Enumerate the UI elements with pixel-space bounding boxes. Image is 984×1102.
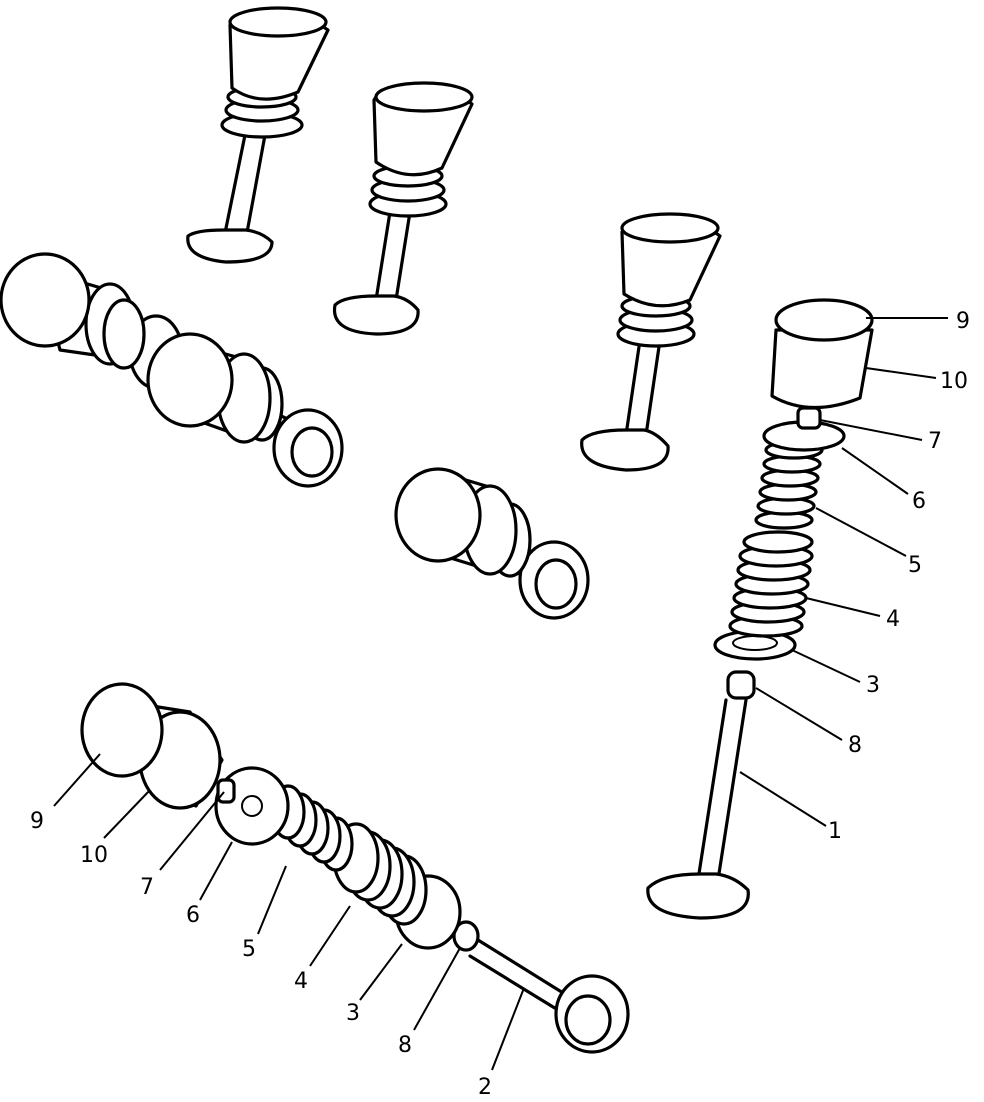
- callout-right-9: 9: [956, 309, 970, 334]
- exploded-valve-left: [80, 682, 630, 1054]
- valve-assembly-side-a: [0, 252, 184, 390]
- callouts-left: 9 10 7 6 5 4 3 8 2: [30, 809, 492, 1100]
- callout-right-10: 10: [940, 369, 968, 394]
- callout-left-2: 2: [478, 1075, 492, 1100]
- valve-assembly-side-c: [394, 467, 590, 620]
- valve-assembly-side-b: [146, 332, 344, 488]
- callouts-right: 9 10 7 6 5 4 3 8 1: [828, 309, 970, 844]
- leader-lines-left: [53, 753, 525, 1071]
- callout-left-10: 10: [80, 843, 108, 868]
- callout-right-5: 5: [908, 553, 922, 578]
- callout-left-9: 9: [30, 809, 44, 834]
- callout-right-7: 7: [928, 429, 942, 454]
- callout-right-6: 6: [912, 489, 926, 514]
- leader-lines-right: [739, 317, 948, 827]
- callout-left-4: 4: [294, 969, 308, 994]
- callout-left-7: 7: [140, 875, 154, 900]
- callout-left-5: 5: [242, 937, 256, 962]
- callout-left-3: 3: [346, 1001, 360, 1026]
- valve-assembly-upright-b: [332, 81, 474, 336]
- callout-left-8: 8: [398, 1033, 412, 1058]
- callout-right-3: 3: [866, 673, 880, 698]
- callout-right-8: 8: [848, 733, 862, 758]
- exploded-valve-right: [646, 298, 874, 920]
- valve-assembly-upright-a: [186, 6, 330, 264]
- callout-right-4: 4: [886, 607, 900, 632]
- valve-assembly-upright-c: [580, 212, 722, 472]
- callout-right-1: 1: [828, 819, 842, 844]
- callout-left-6: 6: [186, 903, 200, 928]
